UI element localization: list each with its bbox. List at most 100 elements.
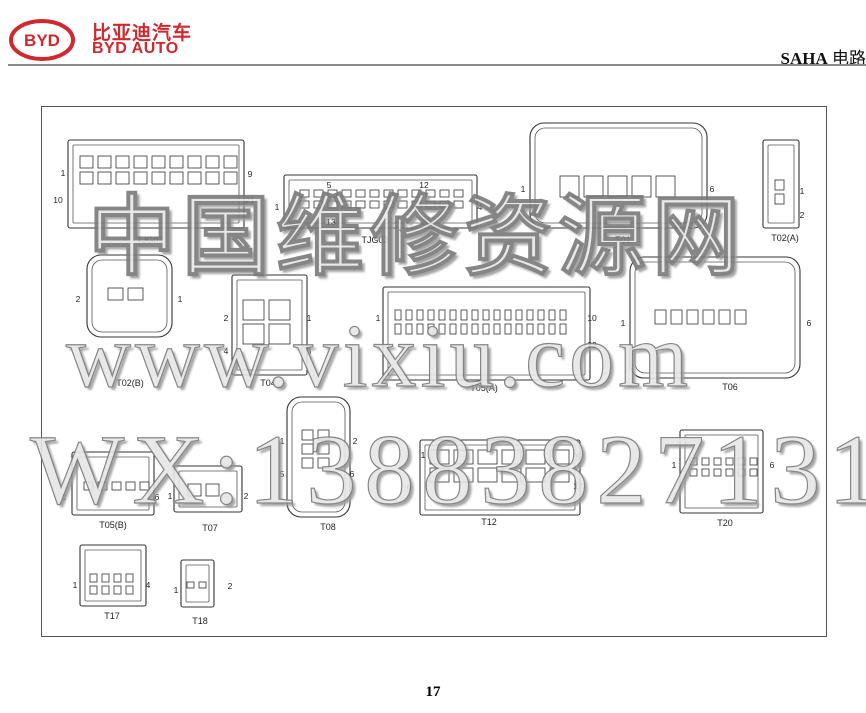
pin-cavity — [411, 200, 422, 209]
connector-label: T12 — [481, 517, 497, 527]
pin-number: 1 — [178, 294, 183, 304]
pin-cavity — [701, 468, 710, 477]
pin-cavity — [774, 179, 785, 191]
pin-number: 2 — [244, 491, 249, 501]
pin-cavity — [151, 155, 166, 169]
pin-cavity — [427, 323, 435, 335]
pin-cavity — [369, 200, 380, 209]
pin-cavity — [471, 323, 479, 335]
pin-cavity — [397, 200, 408, 209]
pin-cavity — [111, 481, 122, 491]
connector-label: T06 — [722, 382, 738, 392]
pin-cavity — [537, 323, 545, 335]
pin-cavity — [341, 200, 352, 209]
pin-cavity — [504, 323, 512, 335]
pin-cavity — [125, 585, 134, 595]
connector-label: T20 — [717, 518, 733, 528]
pin-cavity — [559, 309, 567, 321]
pin-cavity — [429, 467, 450, 483]
pin-cavity — [702, 309, 715, 325]
pin-cavity — [198, 581, 207, 589]
pin-number: 1 — [174, 585, 179, 595]
pin-cavity — [438, 323, 446, 335]
connector-body — [629, 256, 801, 379]
pin-number: 23 — [587, 340, 597, 350]
pin-cavity — [453, 449, 474, 465]
connector-body — [283, 174, 478, 229]
pin-cavity — [313, 189, 324, 198]
connector-label: T01 — [615, 235, 631, 245]
pin-cavity — [482, 309, 490, 321]
pin-cavity — [501, 467, 522, 483]
pin-cavity — [187, 171, 202, 185]
pin-cavity — [416, 323, 424, 335]
pin-number: 12 — [419, 180, 429, 190]
pin-cavity — [83, 481, 94, 491]
pin-cavity — [397, 189, 408, 198]
pin-cavity — [127, 287, 144, 301]
diagram-frame — [41, 106, 827, 637]
pin-cavity — [151, 171, 166, 185]
pin-number: 1 — [61, 168, 66, 178]
pin-cavity — [394, 309, 402, 321]
pin-number: 5 — [327, 180, 332, 190]
pin-cavity — [548, 309, 556, 321]
pin-number: 6 — [710, 184, 715, 194]
logo-text: BYD — [24, 31, 60, 50]
pin-cavity — [749, 468, 758, 477]
pin-number: 9 — [248, 169, 253, 179]
pin-cavity — [355, 200, 366, 209]
pin-cavity — [583, 175, 604, 198]
pin-cavity — [453, 467, 474, 483]
pin-cavity — [268, 323, 291, 345]
connector-body — [762, 139, 800, 229]
pin-cavity — [737, 468, 746, 477]
pin-cavity — [115, 171, 130, 185]
connector-label: T17 — [104, 611, 120, 621]
connector-label: TJG02 — [361, 235, 388, 245]
pin-number: 4 — [146, 580, 151, 590]
pin-cavity — [205, 171, 220, 185]
watermark-site-name: 中国维修资源网 — [87, 184, 747, 288]
pin-cavity — [631, 175, 652, 198]
connector-inner-outline — [288, 179, 473, 224]
pin-cavity — [526, 323, 534, 335]
connector-label: T02(A) — [771, 233, 799, 243]
pin-cavity — [549, 449, 570, 465]
pin-cavity — [125, 573, 134, 583]
connector-inner-outline — [72, 144, 240, 224]
pin-cavity — [525, 449, 546, 465]
pin-cavity — [515, 309, 523, 321]
pin-cavity — [477, 449, 498, 465]
pin-cavity — [405, 309, 413, 321]
pin-cavity — [559, 323, 567, 335]
pin-number: 4 — [224, 346, 229, 356]
pin-cavity — [169, 171, 184, 185]
connector-label: TJG01 — [136, 235, 163, 245]
pin-cavity — [79, 171, 94, 185]
pin-cavity — [425, 189, 436, 198]
pin-cavity — [223, 155, 238, 169]
pin-number: 1 — [421, 450, 426, 460]
pin-cavity — [713, 457, 722, 466]
connector-body — [86, 254, 173, 338]
pin-cavity — [405, 323, 413, 335]
pin-cavity — [416, 309, 424, 321]
pin-cavity — [89, 573, 98, 583]
pin-cavity — [301, 443, 314, 455]
byd-logo: BYD — [9, 19, 75, 61]
pin-cavity — [327, 189, 338, 198]
pin-cavity — [355, 189, 366, 198]
pin-number: 6 — [407, 482, 412, 492]
connector-body — [79, 544, 147, 607]
pin-number: 6 — [350, 469, 355, 479]
pin-number: 2 — [76, 294, 81, 304]
pin-cavity — [97, 171, 112, 185]
brand-name-cn: 比亚迪汽车 — [92, 22, 193, 44]
